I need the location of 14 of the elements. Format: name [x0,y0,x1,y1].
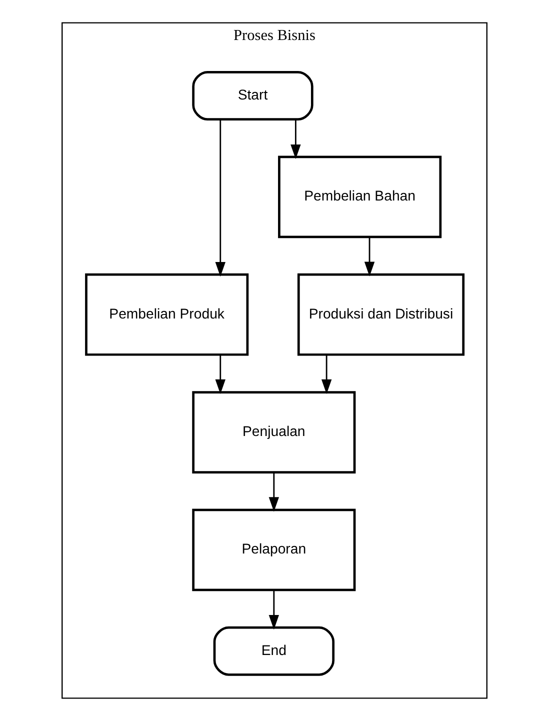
arrow [364,237,374,276]
node-box: Start [192,71,313,120]
node-box: Pembelian Produk [84,273,248,356]
arrow [214,120,225,277]
node-box: End [212,626,334,676]
node-box: Penjualan [192,391,356,474]
arrow [290,120,300,160]
arrow [320,354,332,394]
arrow [268,472,279,512]
arrow [214,354,225,394]
node-box: Pembelian Bahan [278,156,442,238]
node-box: Produksi dan Distribusi [296,273,464,356]
arrow [268,590,279,630]
node-box: Pelaporan [192,508,356,592]
